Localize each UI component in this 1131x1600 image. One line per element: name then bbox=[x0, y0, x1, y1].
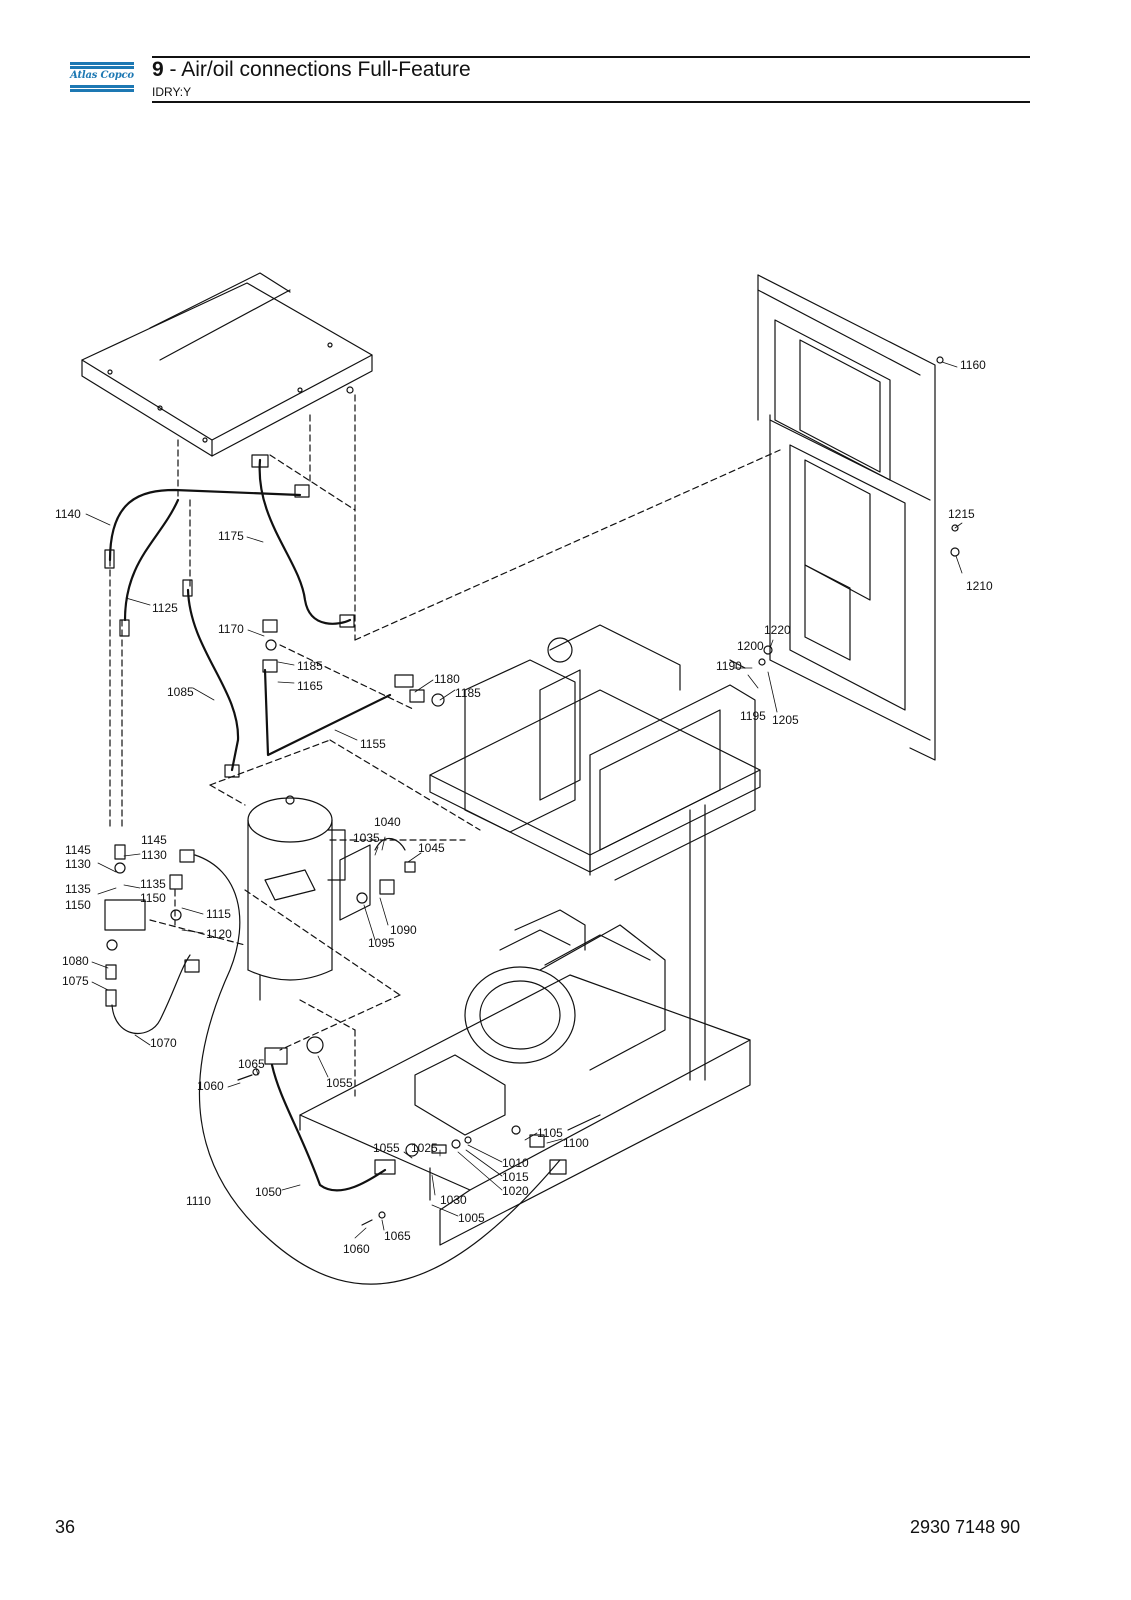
callout-1010: 1010 bbox=[502, 1156, 529, 1170]
atlas-copco-logo: Atlas Copco bbox=[70, 62, 134, 92]
callout-1220: 1220 bbox=[764, 623, 791, 637]
callout-1060-a: 1060 bbox=[197, 1079, 224, 1093]
hose-1085 bbox=[186, 588, 240, 772]
hose-1125 bbox=[123, 498, 180, 622]
callout-1200: 1200 bbox=[737, 639, 764, 653]
callout-1150-a: 1150 bbox=[140, 891, 166, 905]
callout-1025: 1025 bbox=[411, 1141, 438, 1155]
callout-1120: 1120 bbox=[206, 927, 232, 941]
page-header: Atlas Copco 9 - Air/oil connections Full… bbox=[0, 0, 1131, 110]
document-number: 2930 7148 90 bbox=[910, 1517, 1021, 1537]
callout-labels: 1160 1140 1175 1215 1210 1125 1220 1200 … bbox=[55, 358, 993, 1256]
callout-1110: 1110 bbox=[186, 1194, 211, 1208]
callout-1015: 1015 bbox=[502, 1170, 529, 1184]
hose-1175 bbox=[258, 458, 352, 625]
top-cover-plate bbox=[81, 272, 373, 457]
header-bottom-rule bbox=[152, 101, 1030, 103]
dryer-guide-lines bbox=[209, 449, 781, 831]
callout-1090: 1090 bbox=[390, 923, 417, 937]
hose-1155 bbox=[263, 668, 392, 757]
callout-1145-a: 1145 bbox=[141, 833, 167, 847]
callout-1180: 1180 bbox=[434, 672, 460, 686]
callout-1040: 1040 bbox=[374, 815, 401, 829]
section-number: 9 bbox=[152, 58, 164, 81]
callout-1145-b: 1145 bbox=[65, 843, 91, 857]
callout-1080: 1080 bbox=[62, 954, 89, 968]
hose-1070 bbox=[111, 954, 191, 1035]
logo-wordmark: Atlas Copco bbox=[70, 70, 134, 81]
callout-1205: 1205 bbox=[772, 713, 799, 727]
callout-1160: 1160 bbox=[960, 358, 986, 372]
callout-1055-a: 1055 bbox=[326, 1076, 353, 1090]
callout-1185-b: 1185 bbox=[455, 686, 481, 700]
callout-1035: 1035 bbox=[353, 831, 380, 845]
dryer-assembly bbox=[429, 624, 761, 1081]
callout-1045: 1045 bbox=[418, 841, 445, 855]
callout-1195: 1195 bbox=[740, 709, 766, 723]
callout-1165: 1165 bbox=[297, 679, 323, 693]
callout-1210: 1210 bbox=[966, 579, 993, 593]
callout-1070: 1070 bbox=[150, 1036, 177, 1050]
callout-1130-b: 1130 bbox=[65, 857, 91, 871]
callout-1030: 1030 bbox=[440, 1193, 467, 1207]
hose-1040 bbox=[374, 837, 406, 851]
callout-1095: 1095 bbox=[368, 936, 395, 950]
motor-and-base-frame bbox=[299, 909, 751, 1246]
thin-hoses bbox=[111, 659, 746, 1285]
callout-1020: 1020 bbox=[502, 1184, 529, 1198]
hose-1140 bbox=[108, 488, 302, 562]
callout-1135-a: 1135 bbox=[140, 877, 166, 891]
callout-1065-b: 1065 bbox=[384, 1229, 411, 1243]
oil-separator-vessel bbox=[247, 795, 371, 1001]
callout-1135-b: 1135 bbox=[65, 882, 91, 896]
callout-1125: 1125 bbox=[152, 601, 178, 615]
callout-1060-b: 1060 bbox=[343, 1242, 370, 1256]
fittings bbox=[104, 356, 960, 1226]
hose-1050 bbox=[270, 1063, 387, 1192]
callout-1190: 1190 bbox=[716, 659, 742, 673]
callout-1050: 1050 bbox=[255, 1185, 282, 1199]
callout-1155: 1155 bbox=[360, 737, 386, 751]
leader-lines bbox=[85, 361, 963, 1239]
hose-1195 bbox=[729, 659, 746, 669]
callout-1140: 1140 bbox=[55, 507, 81, 521]
callout-1105: 1105 bbox=[537, 1126, 563, 1140]
callout-1150-b: 1150 bbox=[65, 898, 91, 912]
callout-1130-a: 1130 bbox=[141, 848, 167, 862]
page-number: 36 bbox=[55, 1517, 76, 1537]
callout-1185-a: 1185 bbox=[297, 659, 323, 673]
section-title: - Air/oil connections Full-Feature bbox=[169, 58, 471, 81]
callout-1175: 1175 bbox=[218, 529, 244, 543]
callout-1075: 1075 bbox=[62, 974, 89, 988]
callout-1055-b: 1055 bbox=[373, 1141, 400, 1155]
header-top-rule bbox=[152, 56, 1030, 58]
callout-1100: 1100 bbox=[563, 1136, 589, 1150]
callout-1005: 1005 bbox=[458, 1211, 485, 1225]
callout-1065-a: 1065 bbox=[238, 1057, 265, 1071]
page-subtitle: IDRY:Y bbox=[152, 85, 192, 99]
callout-1170: 1170 bbox=[218, 622, 244, 636]
separator-guide-lines bbox=[109, 559, 466, 1101]
side-door-panel bbox=[757, 274, 936, 761]
hose-1110 bbox=[194, 854, 561, 1285]
callout-1115: 1115 bbox=[206, 907, 231, 921]
page-title: 9 - Air/oil connections Full-Feature bbox=[152, 58, 471, 82]
cover-guide-lines bbox=[177, 394, 356, 641]
hoses bbox=[108, 458, 392, 1192]
callout-1085: 1085 bbox=[167, 685, 194, 699]
callout-1215: 1215 bbox=[948, 507, 975, 521]
